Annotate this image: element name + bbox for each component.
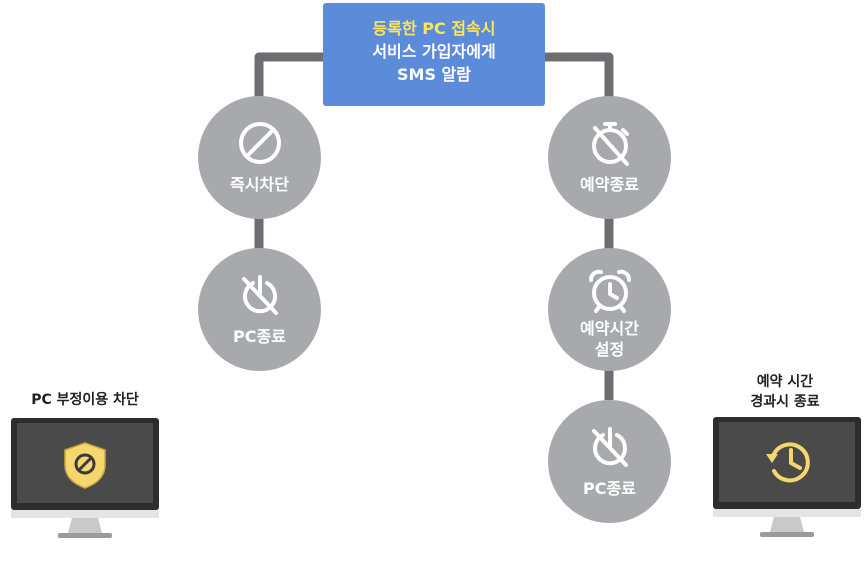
- sms-alarm-box: 등록한 PC 접속시 서비스 가입자에게 SMS 알람: [323, 3, 545, 106]
- monitor-right: [713, 417, 861, 537]
- caption-line: PC 부정이용 차단: [31, 392, 139, 408]
- node-label-line2: 설정: [594, 340, 625, 359]
- alarm-clock-icon: [588, 269, 631, 313]
- box-line-1: 등록한 PC 접속시: [372, 19, 496, 38]
- caption-line-2: 경과시 종료: [750, 394, 820, 410]
- box-line-2: 서비스 가입자에게: [372, 42, 496, 61]
- right-monitor-caption: 예약 시간 경과시 종료: [705, 372, 865, 412]
- node-pc-shutdown-right: PC종료: [548, 400, 671, 523]
- node-pc-shutdown-left: PC종료: [198, 248, 321, 371]
- node-set-schedule-time: 예약시간 설정: [548, 248, 671, 371]
- node-label: PC종료: [583, 479, 636, 498]
- node-label: 즉시차단: [230, 175, 289, 194]
- node-label: 예약종료: [580, 175, 639, 194]
- timer-off-icon: [591, 122, 629, 166]
- node-immediate-block: 즉시차단: [198, 96, 321, 219]
- history-clock-icon: [766, 442, 810, 483]
- power-off-icon: [241, 275, 278, 315]
- monitor-left: [11, 418, 159, 538]
- node-scheduled-shutdown: 예약종료: [548, 96, 671, 219]
- node-label: PC종료: [233, 327, 286, 346]
- node-label-line1: 예약시간: [580, 319, 639, 338]
- caption-line-1: 예약 시간: [756, 374, 814, 390]
- power-off-icon: [591, 427, 628, 467]
- box-line-3: SMS 알람: [397, 65, 471, 84]
- prohibit-icon: [238, 122, 281, 164]
- shield-prohibit-icon: [64, 442, 106, 489]
- left-monitor-caption: PC 부정이용 차단: [0, 390, 170, 410]
